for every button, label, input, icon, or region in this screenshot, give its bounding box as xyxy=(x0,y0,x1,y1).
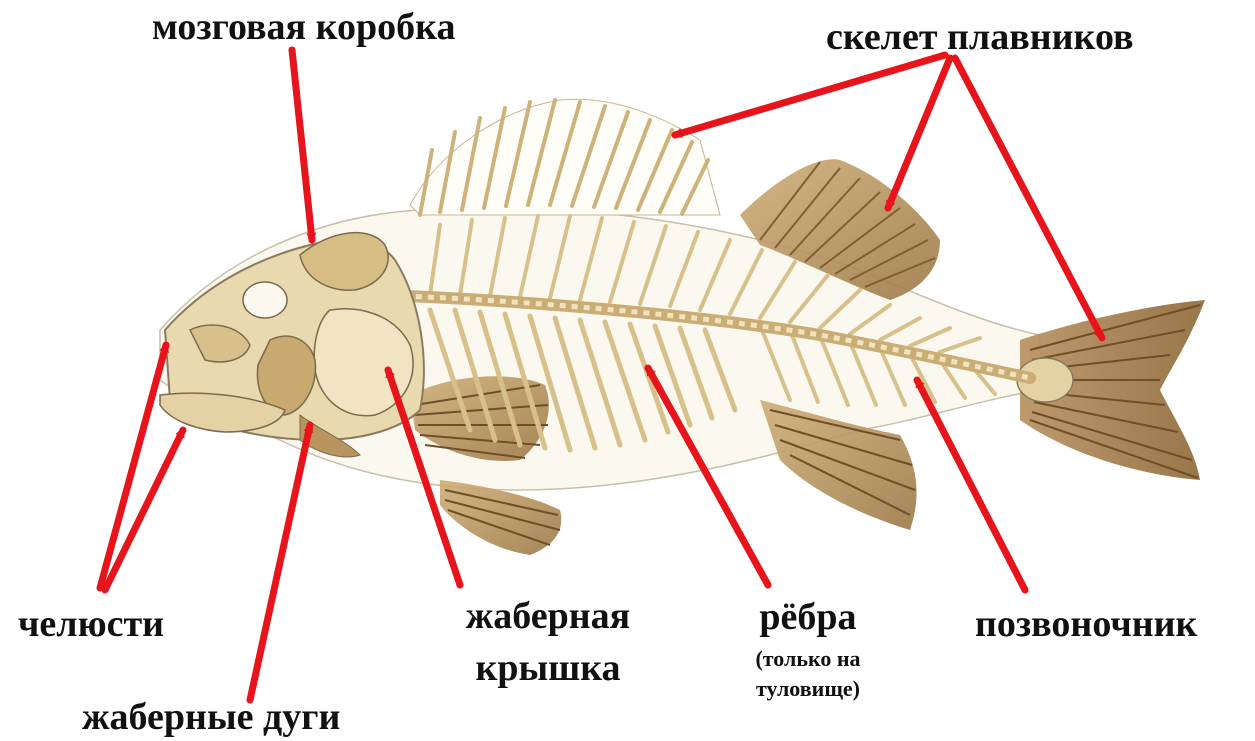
arrow-fin-tail xyxy=(955,58,1102,338)
arrow-braincase xyxy=(292,50,312,240)
label-gill-cover-line2: крышка xyxy=(448,649,648,687)
label-ribs: рёбра xyxy=(718,598,898,636)
label-fin-skeleton: скелет плавников xyxy=(826,18,1134,56)
arrow-fin-soft xyxy=(888,58,950,208)
label-braincase: мозговая коробка xyxy=(152,8,455,46)
pelvic-fin xyxy=(440,480,561,555)
arrow-jaws-lower xyxy=(105,430,183,590)
label-ribs-note-line2: туловище) xyxy=(718,678,898,700)
caudal-fin xyxy=(1017,300,1205,480)
arrow-gill-arches xyxy=(250,425,310,700)
dorsal-fin-spiny xyxy=(410,99,720,215)
label-gill-cover: жаберная крышка xyxy=(448,597,648,687)
label-ribs-group: рёбра (только на туловище) xyxy=(718,598,898,700)
arrow-spine xyxy=(917,380,1025,590)
label-jaws: челюсти xyxy=(18,605,164,643)
label-ribs-note-line1: (только на xyxy=(718,648,898,670)
label-gill-cover-line1: жаберная xyxy=(448,597,648,635)
skull xyxy=(160,233,424,457)
arrow-fin-dorsal xyxy=(675,55,945,135)
arrow-jaws-upper xyxy=(100,345,166,588)
label-spine: позвоночник xyxy=(975,605,1197,643)
label-gill-arches: жаберные дуги xyxy=(82,698,340,736)
